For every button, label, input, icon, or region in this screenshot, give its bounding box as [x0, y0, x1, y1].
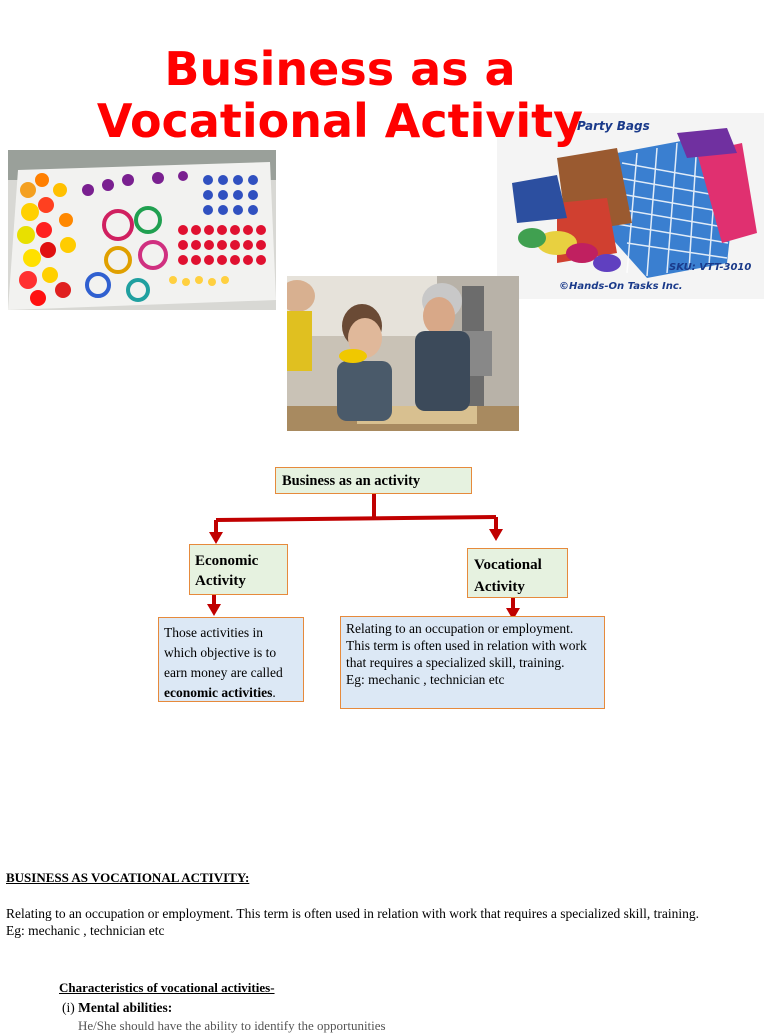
vocational-activity-box: Vocational Activity: [467, 548, 568, 598]
diagram-root-box: Business as an activity: [275, 467, 472, 494]
party-bags-caption: Party Bags: [577, 119, 650, 133]
economic-desc-bold: economic activities: [164, 685, 273, 700]
characteristic-item-1: (i) Mental abilities:: [62, 1000, 172, 1016]
section-heading: BUSINESS AS VOCATIONAL ACTIVITY:: [6, 870, 250, 885]
vocational-activity-description: Relating to an occupation or employment.…: [340, 616, 605, 709]
characteristics-heading: Characteristics of vocational activities…: [59, 980, 275, 995]
section-para-line-1: Relating to an occupation or employment.…: [6, 906, 699, 921]
item-number: (i): [62, 1000, 75, 1015]
diagram-root-label: Business as an activity: [282, 473, 421, 489]
item-label: Mental abilities:: [78, 1000, 173, 1015]
section-paragraph: Relating to an occupation or employment.…: [6, 905, 756, 939]
section-para-line-2: Eg: mechanic , technician etc: [6, 923, 165, 938]
title-line-2: Vocational Activity: [96, 94, 584, 148]
economic-activity-box: Economic Activity: [189, 544, 288, 595]
party-bags-credit: ©Hands-On Tasks Inc.: [559, 281, 683, 292]
decorative-items-photo: [8, 150, 276, 310]
party-bags-image: Party Bags SKU: VTT-3010 ©Hands-On Tasks…: [497, 113, 764, 299]
economic-desc-post: .: [272, 685, 276, 700]
vocational-desc-line-2: This term is often used in relation with…: [346, 638, 587, 670]
title-line-1: Business as a: [164, 42, 516, 96]
economic-activity-label: Economic Activity: [195, 553, 259, 589]
vocational-desc-line-3: Eg: mechanic , technician etc: [346, 672, 505, 687]
party-bags-sku: SKU: VTT-3010: [669, 262, 751, 273]
workshop-photo: [287, 276, 519, 431]
economic-desc-text: Those activities in which objective is t…: [164, 625, 283, 680]
economic-activity-description: Those activities in which objective is t…: [158, 617, 304, 702]
vocational-desc-line-1: Relating to an occupation or employment.: [346, 621, 574, 636]
vocational-activity-label: Vocational Activity: [474, 557, 542, 595]
cut-off-text: He/She should have the ability to identi…: [78, 1018, 386, 1033]
